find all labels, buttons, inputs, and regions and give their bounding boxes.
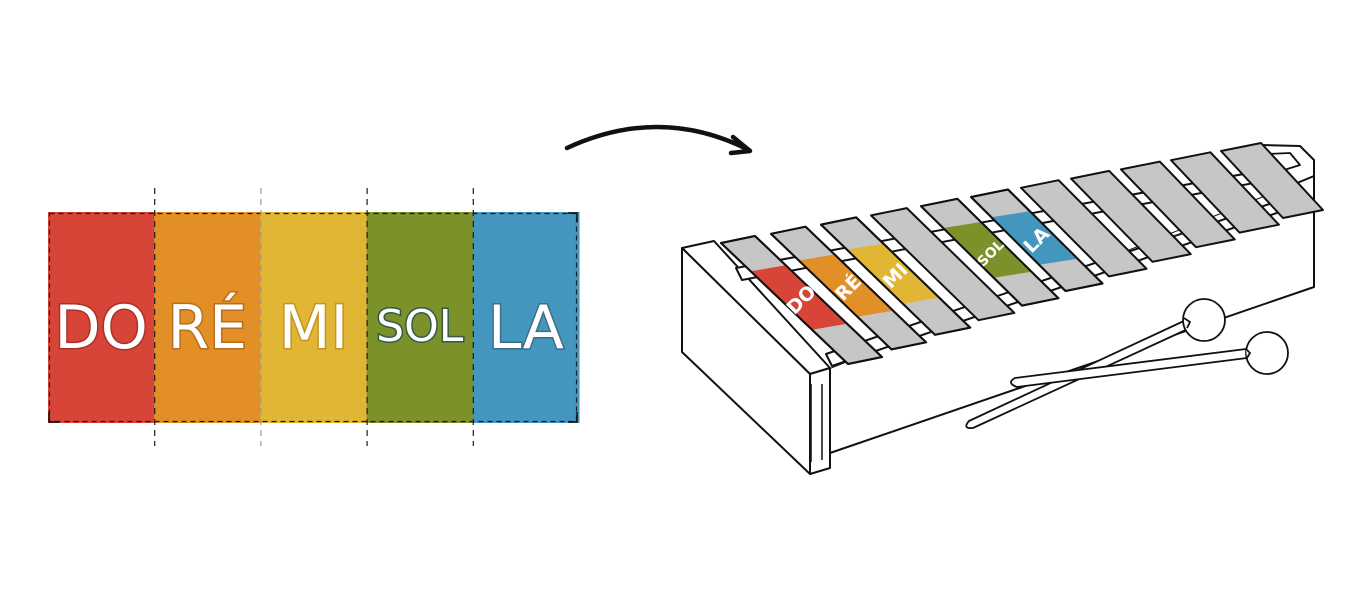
mallets bbox=[965, 298, 1289, 430]
note-card-1: RÉ bbox=[154, 212, 261, 423]
note-card-0: DO bbox=[48, 212, 155, 423]
note-card-fill bbox=[472, 212, 580, 423]
note-card-3: SOL bbox=[366, 212, 474, 423]
xylophone-bar-9 bbox=[1170, 151, 1280, 234]
bar-body bbox=[1220, 142, 1324, 219]
cut-outline bbox=[48, 212, 578, 423]
note-card-fill bbox=[260, 212, 368, 423]
bar-body bbox=[870, 207, 1016, 322]
corner-mark bbox=[568, 212, 578, 222]
xylophone-bar-8 bbox=[1120, 160, 1236, 249]
mallet-2 bbox=[1010, 331, 1289, 388]
note-label: SOL bbox=[376, 301, 464, 352]
bar-body bbox=[1120, 160, 1236, 249]
note-card-4: LA bbox=[472, 212, 580, 423]
note-label: DO bbox=[54, 293, 147, 363]
bar-body bbox=[1070, 169, 1192, 263]
xylophone-bar-3 bbox=[870, 207, 1016, 322]
note-card-fill bbox=[154, 212, 261, 423]
bar-color-band bbox=[750, 265, 848, 330]
corner-mark bbox=[568, 412, 578, 423]
xylophone-bar-6 bbox=[1020, 179, 1148, 278]
bar-body bbox=[1170, 151, 1280, 234]
xylophone-bar-7 bbox=[1070, 169, 1192, 263]
corner-mark bbox=[48, 412, 59, 423]
note-card-fill bbox=[48, 212, 155, 423]
note-label: LA bbox=[488, 293, 564, 363]
xylophone-bar-2: MI bbox=[820, 216, 972, 336]
bar-color-band bbox=[943, 222, 1032, 278]
curved-arrow-icon bbox=[564, 124, 753, 156]
xylophone-bar-4: SOL bbox=[920, 197, 1060, 307]
note-card-2: MI bbox=[260, 212, 368, 423]
bar-color-band bbox=[798, 254, 894, 317]
bar-color-band bbox=[846, 243, 940, 304]
bar-body bbox=[1020, 179, 1148, 278]
note-label: MI bbox=[279, 293, 348, 363]
xylophone-bar-5: LA bbox=[970, 188, 1104, 292]
note-label: RÉ bbox=[167, 291, 247, 363]
bar-color-band bbox=[991, 211, 1078, 265]
note-card-fill bbox=[366, 212, 474, 423]
note-strip: DO RÉ MI SOL LA bbox=[48, 188, 580, 446]
xylophone-bar-10 bbox=[1220, 142, 1324, 219]
